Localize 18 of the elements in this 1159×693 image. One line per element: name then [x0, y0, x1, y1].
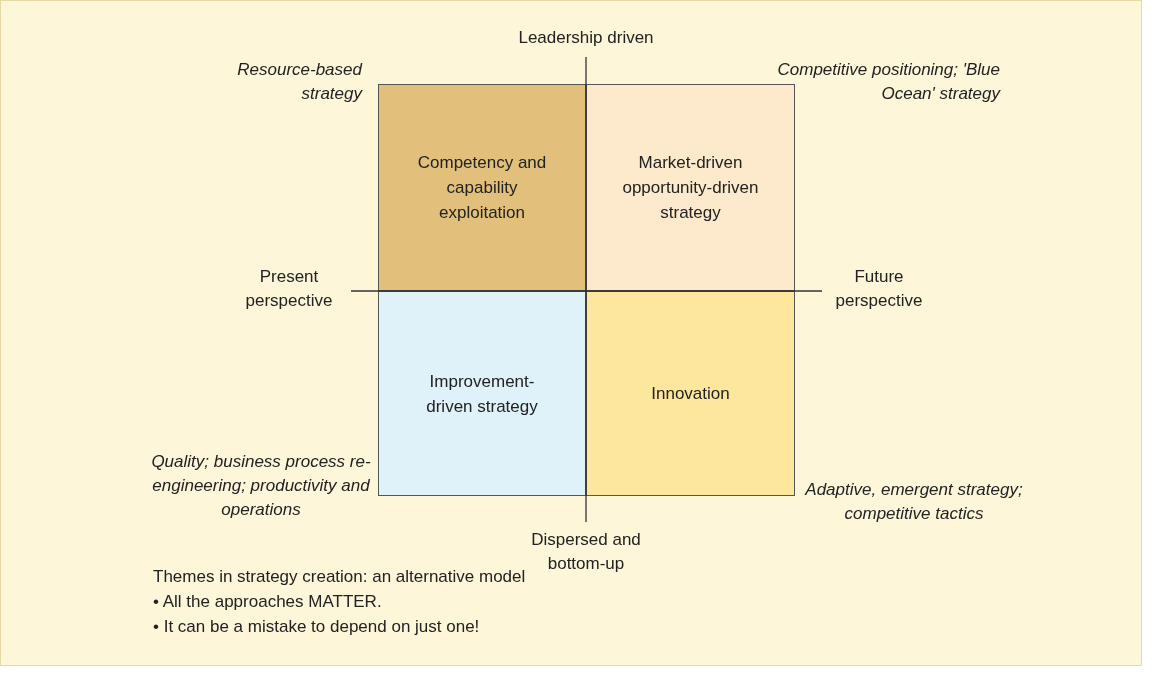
axis-label: Future perspective: [834, 266, 924, 312]
axis-label: Present perspective: [244, 266, 334, 312]
quadrant-label: Innovation: [650, 383, 731, 405]
caption: Themes in strategy creation: an alternative model: [153, 566, 527, 588]
bullet-point: • It can be a mistake to depend on just one!: [153, 616, 481, 638]
approach-note: Adaptive, emergent strategy; competitive tactics: [803, 479, 1024, 525]
quadrant-box: [586, 84, 795, 291]
approach-note: Resource-based strategy: [236, 59, 362, 105]
quadrant-box: [378, 84, 586, 291]
axis-label: Leadership driven: [517, 27, 655, 49]
quadrant-box: [586, 291, 795, 496]
bullet-point: • All the approaches MATTER.: [153, 591, 383, 613]
approach-note: Competitive positioning; 'Blue Ocean' strategy: [776, 59, 1000, 105]
quadrant-label: Market-driven opportunity-driven strategy: [621, 152, 760, 224]
quadrant-label: Competency and capability exploitation: [416, 152, 548, 224]
approach-note: Quality; business process re-engineering; productivity and operations: [150, 451, 372, 521]
quadrant-label: Improvement-driven strategy: [425, 370, 539, 418]
quadrant-box: [378, 291, 586, 496]
